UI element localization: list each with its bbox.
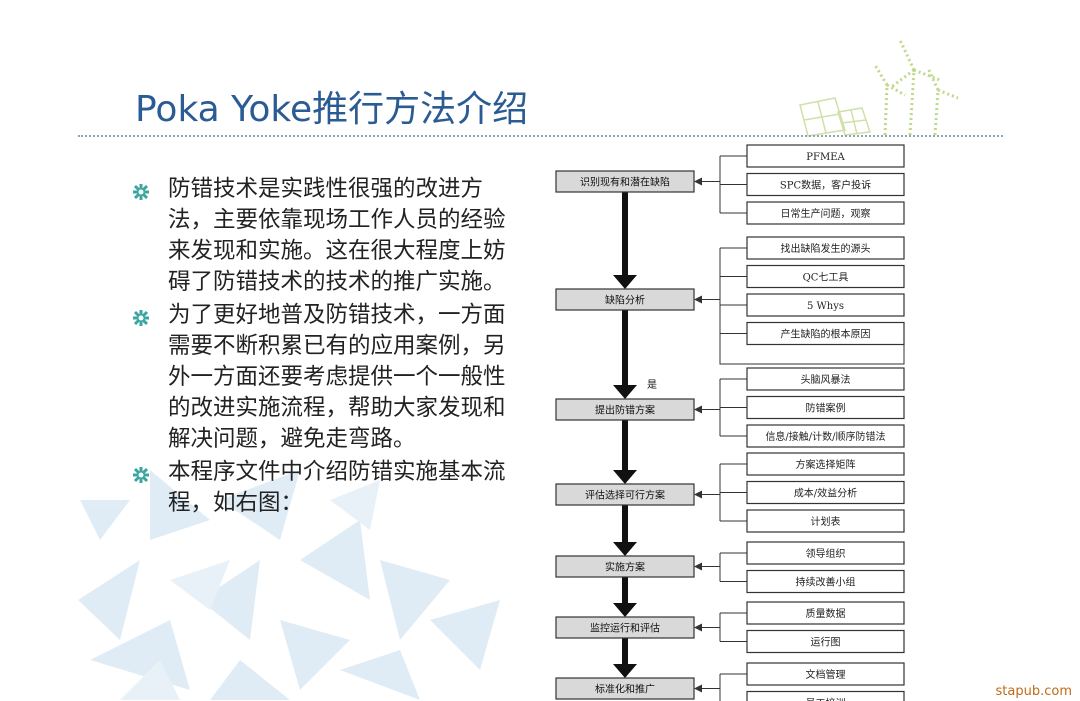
flow-arrowhead bbox=[613, 542, 637, 556]
input-label: 文档管理 bbox=[806, 668, 846, 681]
bullet-item: 本程序文件中介绍防错实施基本流程，如右图： bbox=[132, 457, 512, 519]
step-box bbox=[555, 555, 695, 578]
feedback-line bbox=[719, 333, 905, 365]
flow-arrowhead bbox=[613, 385, 637, 399]
bullet-text: 本程序文件中介绍防错实施基本流程，如右图： bbox=[168, 459, 506, 516]
input-box bbox=[746, 690, 905, 701]
input-label: 员工培训 bbox=[806, 697, 846, 701]
input-label: 产生缺陷的根本原因 bbox=[781, 328, 871, 341]
input-label: 找出缺陷发生的源头 bbox=[781, 242, 871, 255]
bracket-arrowhead bbox=[694, 295, 702, 304]
step-label: 识别现有和潜在缺陷 bbox=[580, 176, 670, 189]
bracket-arrowhead bbox=[694, 623, 702, 632]
snowflake-bullet-icon bbox=[133, 467, 149, 483]
input-label: 日常生产问题，观察 bbox=[781, 207, 871, 220]
slide-title: Poka Yoke推行方法介绍 bbox=[135, 89, 529, 130]
step-label: 标准化和推广 bbox=[595, 683, 655, 696]
flow-arrowhead bbox=[613, 664, 637, 678]
yes-label: 是 bbox=[647, 379, 657, 391]
input-label: 防错案例 bbox=[806, 402, 846, 415]
snowflake-bullet-icon bbox=[133, 184, 149, 200]
input-label: 头脑风暴法 bbox=[801, 373, 851, 386]
bullet-item: 为了更好地普及防错技术，一方面需要不断积累已有的应用案例，另外一方面还要考虑提供… bbox=[132, 300, 512, 455]
input-label: 质量数据 bbox=[806, 607, 846, 620]
step-box bbox=[555, 288, 695, 311]
input-box bbox=[746, 424, 905, 448]
input-box bbox=[746, 172, 905, 197]
input-box bbox=[746, 367, 905, 391]
flow-arrowhead bbox=[613, 275, 637, 289]
input-box bbox=[746, 293, 905, 317]
input-box bbox=[746, 629, 905, 654]
bullet-list: 防错技术是实践性很强的改进方法，主要依靠现场工作人员的经验来发现和实施。这在很大… bbox=[132, 174, 512, 521]
flow-arrowhead bbox=[613, 603, 637, 617]
step-label: 评估选择可行方案 bbox=[585, 489, 665, 502]
bullet-text: 为了更好地普及防错技术，一方面需要不断积累已有的应用案例，另外一方面还要考虑提供… bbox=[168, 302, 506, 452]
bracket-arrowhead bbox=[694, 562, 702, 571]
snowflake-bullet-icon bbox=[133, 310, 149, 326]
title-divider bbox=[78, 135, 1003, 137]
input-label: PFMEA bbox=[806, 152, 845, 163]
input-box bbox=[746, 144, 905, 168]
input-box bbox=[746, 201, 905, 225]
input-box bbox=[746, 480, 905, 505]
step-label: 监控运行和评估 bbox=[590, 622, 660, 635]
bracket-arrowhead bbox=[694, 684, 702, 693]
input-label: SPC数据，客户投诉 bbox=[780, 179, 871, 192]
step-label: 实施方案 bbox=[605, 561, 645, 574]
input-label: QC七工具 bbox=[803, 272, 849, 284]
bracket-arrowhead bbox=[694, 405, 702, 414]
input-box bbox=[746, 662, 905, 686]
step-box bbox=[555, 483, 695, 506]
input-label: 方案选择矩阵 bbox=[796, 458, 856, 471]
input-label: 成本/效益分析 bbox=[794, 487, 857, 500]
input-label: 5 Whys bbox=[807, 301, 844, 312]
input-label: 持续改善小组 bbox=[796, 576, 856, 589]
bullet-text: 防错技术是实践性很强的改进方法，主要依靠现场工作人员的经验来发现和实施。这在很大… bbox=[168, 176, 506, 295]
input-box bbox=[746, 395, 905, 420]
bullet-item: 防错技术是实践性很强的改进方法，主要依靠现场工作人员的经验来发现和实施。这在很大… bbox=[132, 174, 512, 298]
input-box bbox=[746, 452, 905, 476]
input-label: 领导组织 bbox=[806, 547, 846, 560]
bracket-arrowhead bbox=[694, 177, 702, 186]
input-box bbox=[746, 569, 905, 594]
input-label: 运行图 bbox=[811, 636, 841, 649]
step-label: 缺陷分析 bbox=[605, 294, 645, 307]
step-box bbox=[555, 677, 695, 700]
step-box bbox=[555, 398, 695, 421]
step-box bbox=[555, 616, 695, 639]
bracket-arrowhead bbox=[694, 490, 702, 499]
input-box bbox=[746, 509, 905, 533]
input-box bbox=[746, 541, 905, 565]
flow-arrowhead bbox=[613, 470, 637, 484]
input-label: 信息/接触/计数/顺序防错法 bbox=[765, 430, 885, 443]
input-box bbox=[746, 601, 905, 625]
wind-turbine-decoration bbox=[799, 39, 959, 137]
input-label: 计划表 bbox=[811, 515, 841, 528]
step-label: 提出防错方案 bbox=[595, 404, 655, 417]
watermark: stapub.com bbox=[995, 684, 1072, 699]
input-box bbox=[746, 236, 905, 260]
step-box bbox=[555, 170, 695, 193]
input-box bbox=[746, 264, 905, 289]
